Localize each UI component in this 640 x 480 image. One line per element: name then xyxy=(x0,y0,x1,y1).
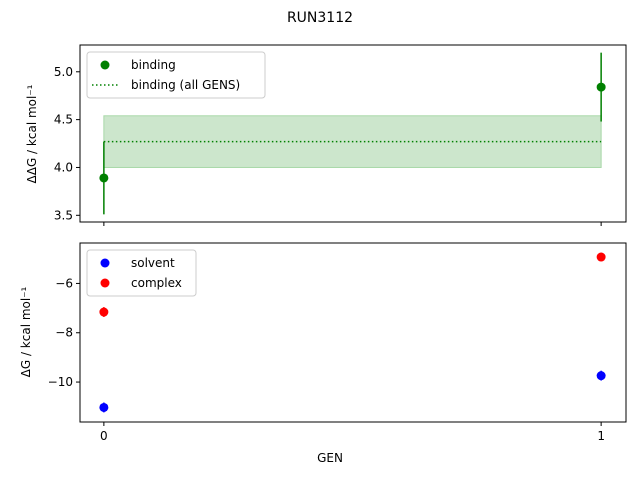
legend-marker xyxy=(100,258,110,268)
top-y-axis-label: ΔΔG / kcal mol⁻¹ xyxy=(25,84,39,183)
y-tick-label: 3.5 xyxy=(54,208,73,222)
y-tick-label: 4.5 xyxy=(54,113,73,127)
x-tick-label: 1 xyxy=(597,429,605,443)
y-tick-label: −10 xyxy=(48,375,73,389)
data-point-complex xyxy=(99,307,109,317)
data-point-binding xyxy=(596,82,606,92)
legend-label: binding (all GENS) xyxy=(131,78,240,92)
x-axis-label: GEN xyxy=(317,451,343,465)
data-point-solvent xyxy=(596,371,606,381)
legend xyxy=(86,51,266,99)
y-tick-label: −8 xyxy=(55,326,73,340)
chart-title: RUN3112 xyxy=(287,10,353,26)
data-point-complex xyxy=(596,252,606,262)
legend xyxy=(86,249,197,297)
legend-label: complex xyxy=(131,276,182,290)
x-tick-label: 0 xyxy=(100,429,108,443)
y-tick-label: 5.0 xyxy=(54,65,73,79)
y-tick-label: 4.0 xyxy=(54,160,73,174)
legend-label: binding xyxy=(131,58,176,72)
data-point-solvent xyxy=(99,402,109,412)
legend-marker xyxy=(100,60,110,70)
axes-frame xyxy=(79,44,627,223)
bottom-y-axis-label: ΔG / kcal mol⁻¹ xyxy=(19,286,33,377)
y-tick-label: −6 xyxy=(55,276,73,290)
legend-label: solvent xyxy=(131,256,175,270)
legend-marker xyxy=(100,278,110,288)
data-point-binding xyxy=(99,173,109,183)
